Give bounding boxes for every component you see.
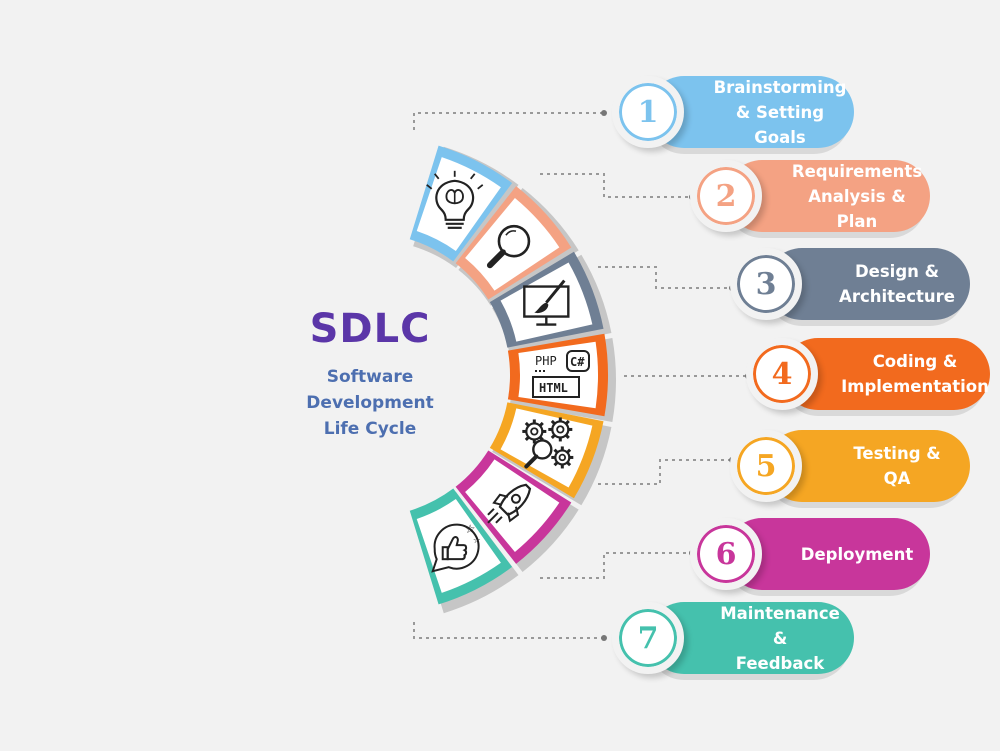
step-number: 1	[637, 94, 659, 130]
connector-dot-1	[601, 110, 607, 116]
star-glyph: ☆	[465, 522, 476, 536]
subtitle-line-3: Life Cycle	[323, 419, 417, 439]
step-1-brainstorming[interactable]: Brainstorming & Setting Goals 1	[612, 76, 854, 154]
step-label: Design & Architecture	[839, 262, 955, 306]
step-number: 2	[715, 178, 737, 214]
arc-segment-tile	[416, 157, 501, 251]
step-number: 5	[755, 448, 777, 484]
rocket-icon	[487, 483, 532, 524]
connector-line-7	[413, 622, 604, 639]
step-7-maintenance[interactable]: Maintenance & Feedback 7	[612, 602, 854, 680]
connector-line-2	[540, 173, 692, 198]
subtitle: Software Development Life Cycle	[258, 364, 482, 442]
step-number: 6	[715, 536, 737, 572]
connector-line-3	[598, 266, 732, 289]
arc-segment-tile	[465, 459, 560, 552]
step-number-badge: 2	[690, 160, 762, 232]
arc-segment-7: ☆☆	[409, 488, 519, 614]
step-label: Deployment	[800, 544, 914, 564]
step-number-badge: 4	[746, 338, 818, 410]
connector-line-5	[598, 459, 732, 485]
step-number: 4	[771, 356, 793, 392]
code-icon-php: PHP	[535, 354, 557, 368]
code-php-csharp-html-icon: PHP C#HTML	[532, 350, 590, 398]
connector-dot-7	[601, 635, 607, 641]
step-number-badge: 5	[730, 430, 802, 502]
arc-segment-6	[455, 450, 579, 573]
thumbs-up-feedback-icon: ☆☆	[431, 522, 481, 573]
connector-line-6	[540, 552, 692, 579]
step-4-coding[interactable]: Coding & Implementation 4	[746, 338, 990, 416]
step-3-design[interactable]: Design & Architecture 3	[730, 248, 970, 326]
step-2-requirements[interactable]: Requirements Analysis & Plan 2	[690, 160, 930, 238]
step-number-badge: 7	[612, 602, 684, 674]
step-number-badge: 1	[612, 76, 684, 148]
step-label: Maintenance & Feedback	[720, 603, 840, 673]
code-icon-csharp: C#	[570, 355, 585, 369]
connector-line-1	[413, 112, 604, 130]
title-block: SDLC Software Development Life Cycle	[258, 306, 482, 442]
arc-segment-1	[409, 145, 519, 269]
arc-segment-3	[489, 251, 612, 354]
subtitle-line-2: Development	[306, 393, 434, 413]
step-5-testing[interactable]: Testing & QA 5	[730, 430, 970, 508]
magnifier-icon	[486, 224, 531, 269]
subtitle-line-1: Software	[326, 367, 414, 387]
arc-segment-5	[489, 402, 612, 506]
design-monitor-brush-icon	[523, 279, 570, 326]
page-title: SDLC	[309, 306, 431, 352]
lightbulb-brain-icon	[426, 170, 484, 229]
step-number: 3	[755, 266, 777, 302]
step-number-badge: 6	[690, 518, 762, 590]
arc-segment-4: PHP C#HTML	[507, 333, 616, 422]
step-number-badge: 3	[730, 248, 802, 320]
step-number: 7	[637, 620, 659, 656]
step-6-deployment[interactable]: Deployment 6	[690, 518, 930, 596]
step-label: Requirements Analysis & Plan	[791, 161, 923, 231]
star-glyph: ☆	[473, 535, 481, 545]
code-icon-html: HTML	[539, 381, 568, 395]
step-label: Brainstorming & Setting Goals	[713, 77, 847, 147]
step-label: Testing & QA	[853, 444, 941, 488]
step-label: Coding & Implementation	[841, 352, 989, 396]
gears-magnifier-icon	[522, 417, 574, 469]
arc-segment-2	[455, 186, 579, 306]
arc-segments: PHP C#HTML ☆☆	[409, 145, 616, 614]
